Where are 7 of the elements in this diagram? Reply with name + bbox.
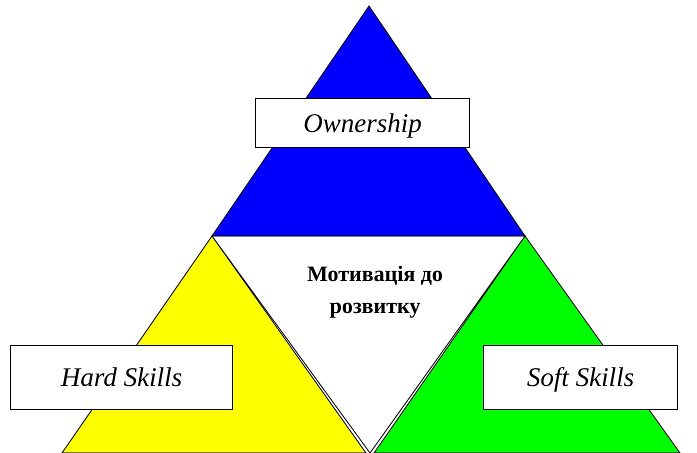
skill-label: Ownership [303, 108, 422, 138]
skill-label: Hard Skills [60, 362, 182, 393]
center-label: Мотивація до розвитку [306, 260, 444, 320]
label-box [10, 345, 233, 410]
label-box [255, 98, 470, 148]
skill-label: Soft Skills [526, 362, 634, 393]
label-box [483, 345, 678, 410]
